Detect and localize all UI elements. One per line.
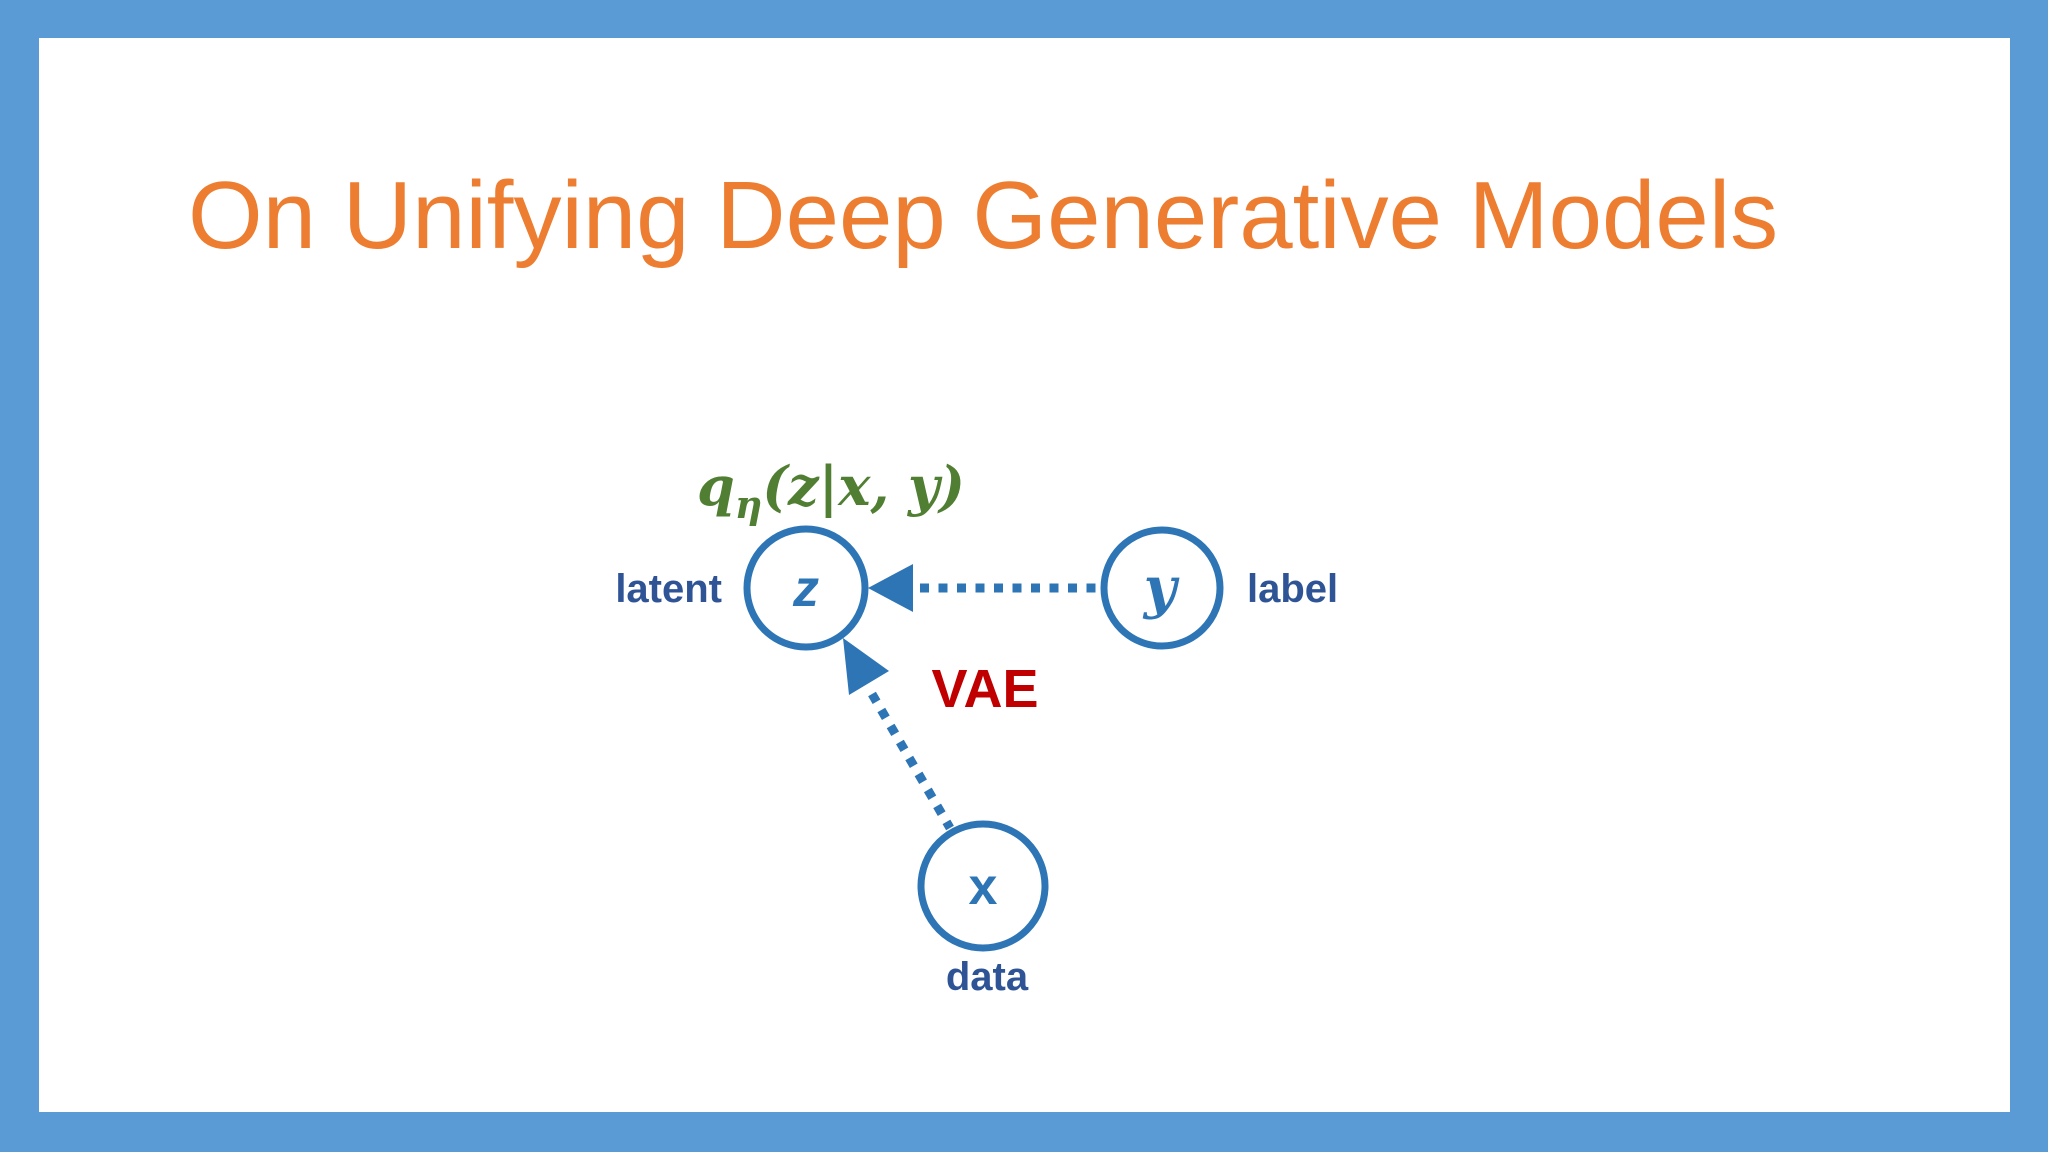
formula-q-eta: qη(z|x, y) [697,454,965,527]
node-z-circle [743,525,869,651]
edge-x-to-z-dotted-line [868,691,954,831]
node-z: z latent [615,525,869,651]
node-x-circle [917,820,1049,952]
edge-y-to-z [868,564,1100,612]
node-y: y label [1100,526,1338,650]
node-x: x data [917,820,1049,999]
edge-x-to-z-arrowhead-icon [843,638,889,695]
node-x-letter: x [969,858,998,916]
formula-subscript: η [735,482,763,527]
node-z-annotation: latent [615,567,722,611]
slide-title: On Unifying Deep Generative Models [188,162,1779,269]
formula-q: q [697,454,735,518]
edge-y-to-z-arrowhead-icon [868,564,913,612]
node-z-letter: z [792,560,819,618]
node-y-annotation: label [1247,567,1338,611]
edge-label-vae: VAE [931,659,1038,719]
node-x-annotation: data [946,955,1029,999]
node-y-circle [1100,526,1224,650]
formula-rest: (z|x, y) [762,454,965,519]
edge-x-to-z [843,638,954,831]
node-y-letter: y [1142,555,1180,621]
